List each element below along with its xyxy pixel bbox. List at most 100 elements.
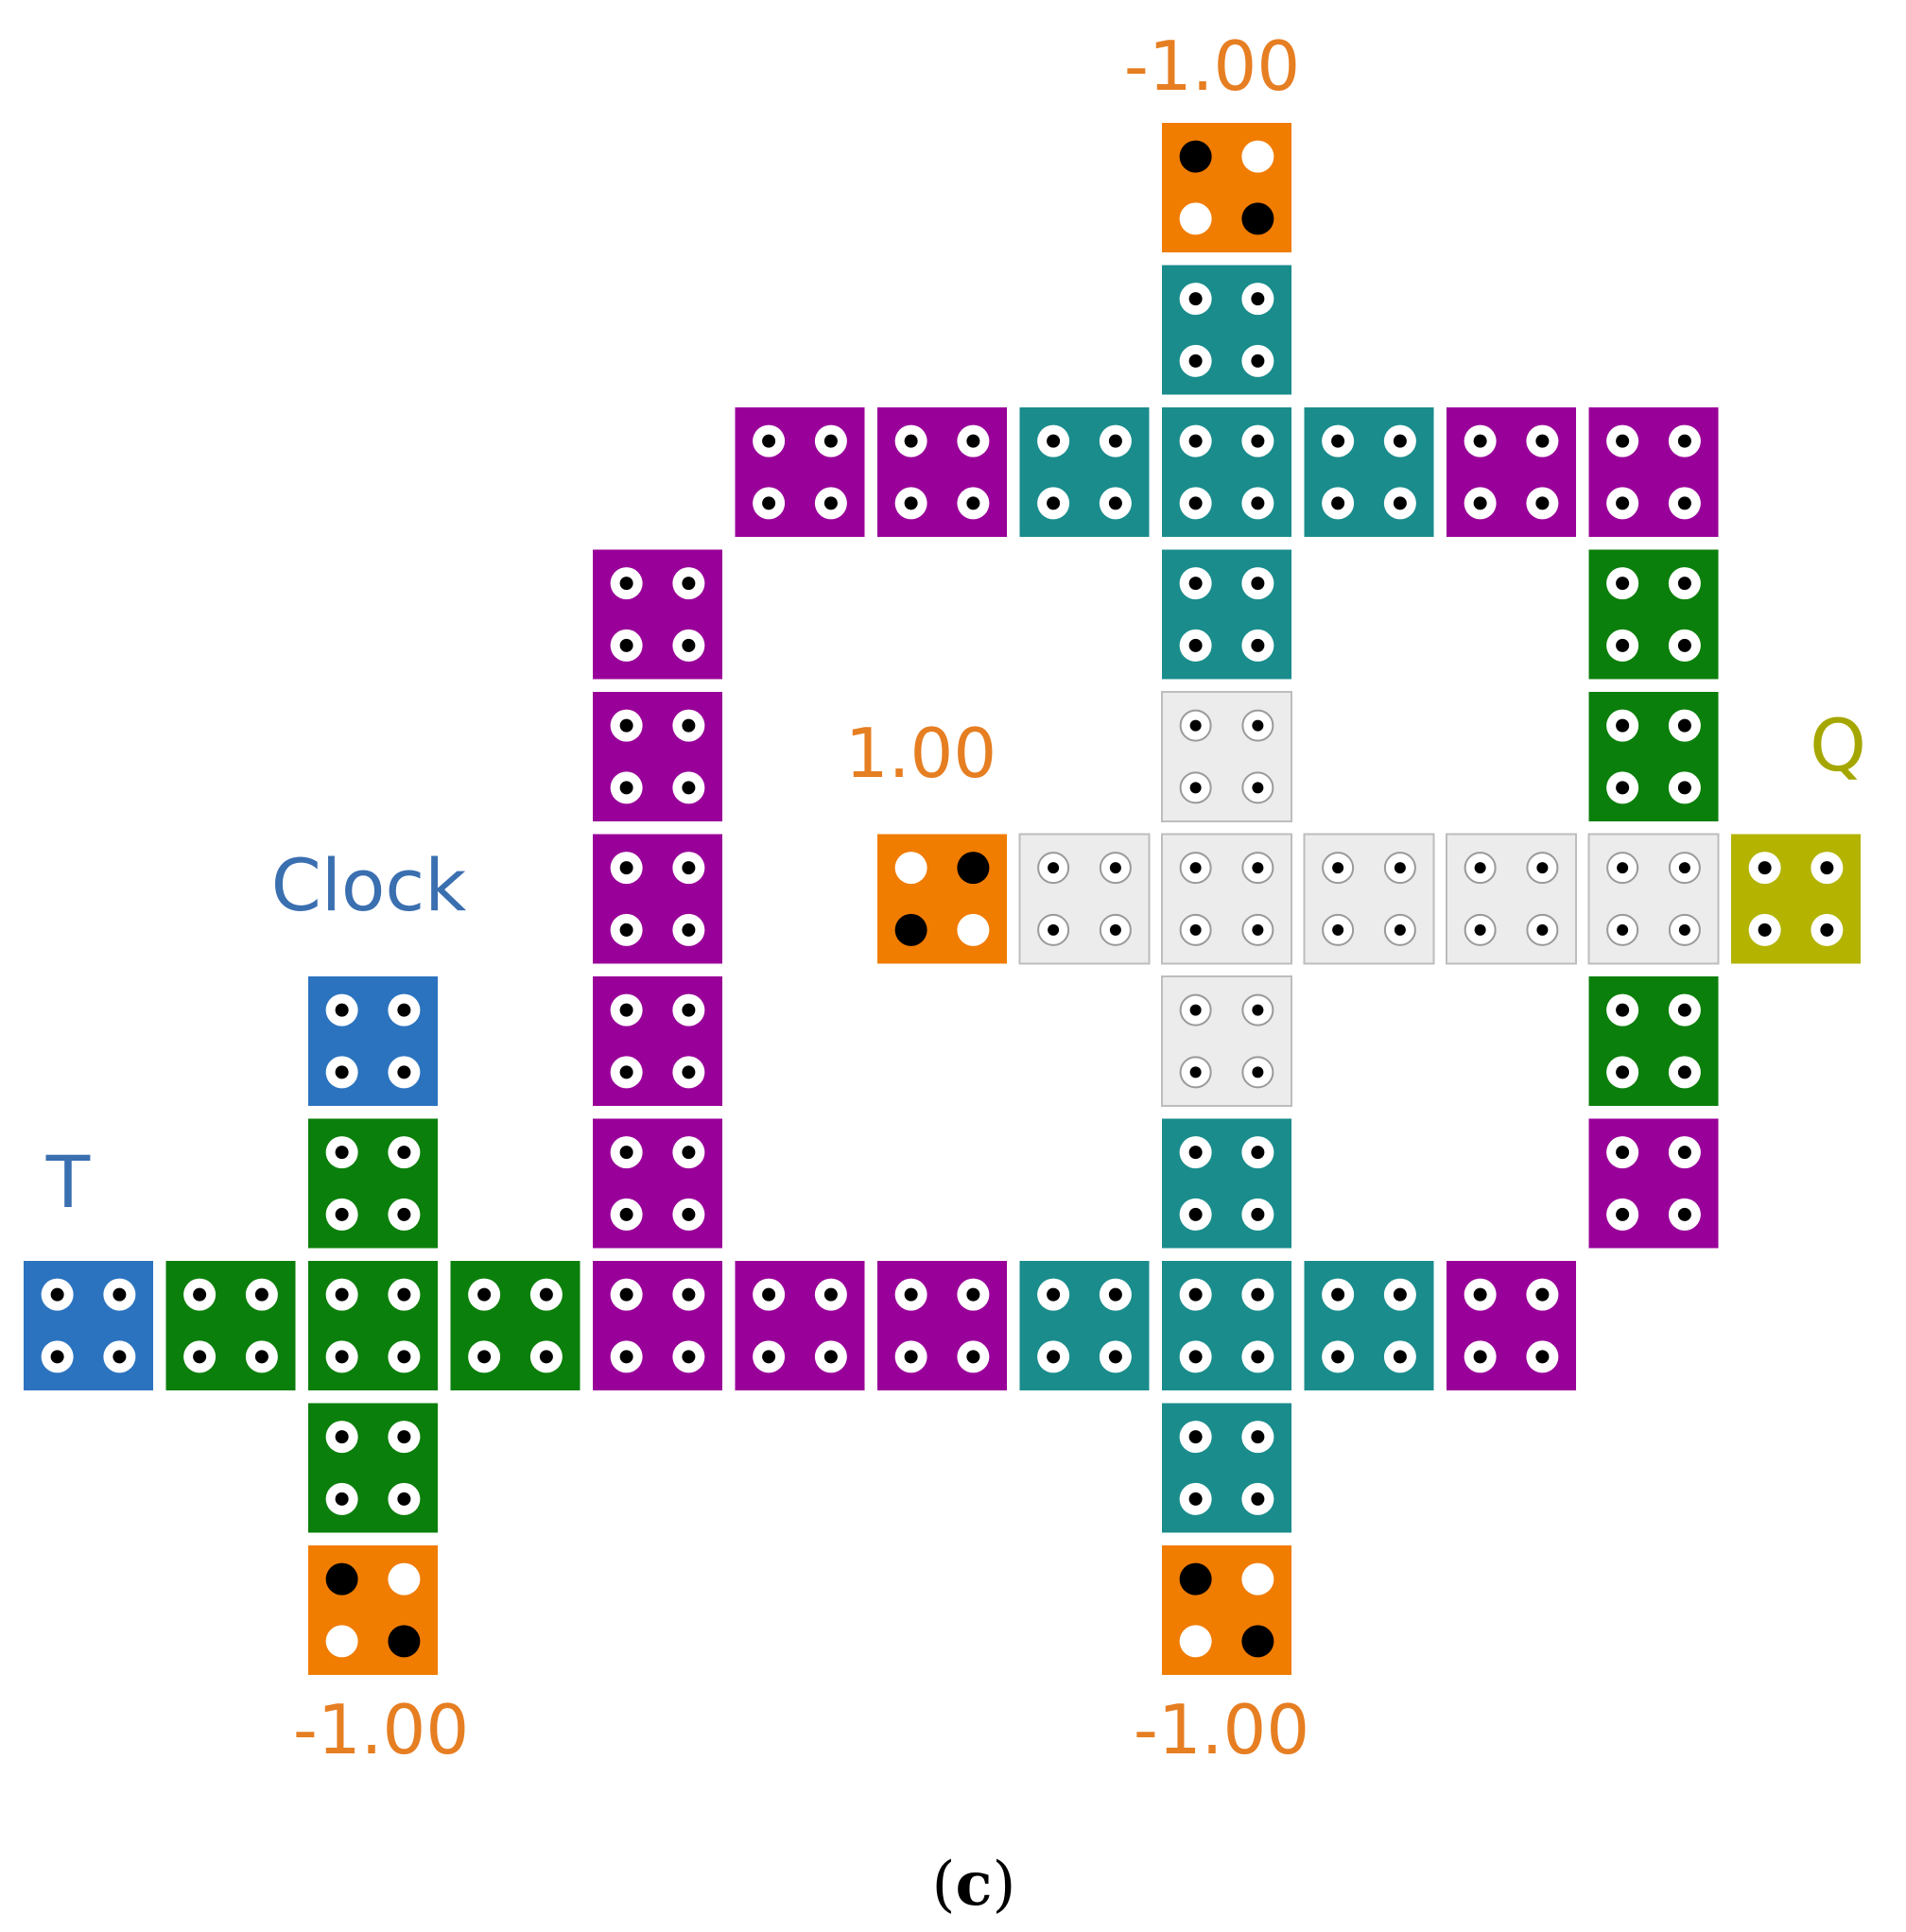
electron-dot (957, 852, 990, 885)
quantum-dot-center (1047, 496, 1061, 510)
cell-body (1587, 833, 1720, 965)
quantum-dot-center (619, 1065, 633, 1079)
quantum-dot-center (397, 1430, 411, 1444)
cell-body (1019, 407, 1150, 537)
quantum-dot-center (1251, 1146, 1265, 1160)
cell-body (1588, 1118, 1719, 1249)
quantum-dot-center (619, 1003, 633, 1017)
quantum-dot-center (1108, 1287, 1122, 1302)
quantum-dot-center (1616, 577, 1630, 591)
quantum-dot-center (1677, 781, 1691, 795)
empty-dot (325, 1625, 358, 1658)
quantum-dot-center (1188, 434, 1203, 448)
quantum-dot-center (1616, 718, 1630, 733)
quantum-dot-center (539, 1350, 553, 1364)
quantum-dot-center (1252, 1066, 1264, 1078)
quantum-dot-center (682, 1146, 696, 1160)
quantum-dot-center (762, 1287, 776, 1302)
quantum-dot-center (539, 1287, 553, 1302)
quantum-dot-center (1108, 1350, 1122, 1364)
quantum-dot-center (1331, 1287, 1345, 1302)
quantum-dot-center (1678, 862, 1690, 874)
quantum-dot-center (1188, 638, 1203, 652)
empty-dot (1241, 1562, 1274, 1596)
quantum-dot-center (1332, 862, 1344, 874)
electron-dot (1241, 202, 1274, 235)
caption-close-paren: ) (992, 1850, 1015, 1920)
qca-cell-gray (1587, 833, 1720, 965)
quantum-dot-center (335, 1003, 349, 1017)
cell-body (1447, 1261, 1576, 1390)
qca-cell-gray (1018, 833, 1151, 965)
quantum-dot-center (1535, 434, 1550, 448)
cell-body (877, 834, 1007, 964)
quantum-dot-center (335, 1146, 349, 1160)
quantum-dot-center (335, 1430, 349, 1444)
caption-letter: c (956, 1849, 993, 1920)
quantum-dot-center (1108, 434, 1122, 448)
quantum-dot-center (682, 1287, 696, 1302)
empty-dot (1241, 140, 1274, 173)
cell-body (1162, 549, 1291, 680)
quantum-dot-center (1047, 1350, 1061, 1364)
quantum-dot-center (1616, 434, 1630, 448)
qca-cell-purple (877, 407, 1007, 537)
quantum-dot-center (823, 496, 838, 510)
cell-body (1161, 975, 1292, 1107)
quantum-dot-center (682, 1350, 696, 1364)
cell-body (1162, 407, 1291, 537)
quantum-dot-center (1048, 862, 1060, 874)
qca-cell-purple (593, 834, 722, 964)
quantum-dot-center (1252, 862, 1264, 874)
quantum-dot-center (1251, 292, 1265, 306)
quantum-dot-center (477, 1350, 492, 1364)
quantum-dot-center (682, 638, 696, 652)
cell-body (1588, 407, 1719, 537)
qca-cell-teal (1019, 407, 1150, 537)
cell-body (450, 1261, 580, 1390)
empty-dot (1179, 1625, 1212, 1658)
quantum-dot-center (1536, 862, 1549, 874)
cell-body (1162, 265, 1291, 395)
quantum-dot-center (1616, 1065, 1630, 1079)
quantum-dot-center (1616, 1003, 1630, 1017)
quantum-dot-center (1331, 1350, 1345, 1364)
quantum-dot-center (1188, 577, 1203, 591)
quantum-dot-center (397, 1492, 411, 1506)
quantum-dot-center (1473, 434, 1487, 448)
cell-body (593, 1118, 722, 1249)
quantum-dot-center (1251, 1350, 1265, 1364)
qca-cell-blue (24, 1261, 153, 1390)
qca-cell-teal (1162, 549, 1291, 680)
cell-body (1161, 833, 1292, 965)
quantum-dot-center (1677, 1207, 1691, 1221)
quantum-dot-center (762, 496, 776, 510)
quantum-dot-center (50, 1350, 64, 1364)
empty-dot (388, 1562, 421, 1596)
quantum-dot-center (1188, 354, 1203, 368)
quantum-dot-center (966, 1350, 980, 1364)
quantum-dot-center (619, 923, 633, 937)
quantum-dot-center (1617, 862, 1629, 874)
quantum-dot-center (397, 1207, 411, 1221)
quantum-dot-center (335, 1207, 349, 1221)
quantum-dot-center (1108, 496, 1122, 510)
quantum-dot-center (619, 861, 633, 875)
quantum-dot-center (966, 496, 980, 510)
qca-cell-green (1588, 976, 1719, 1106)
quantum-dot-center (50, 1287, 64, 1302)
quantum-dot-center (682, 1207, 696, 1221)
qca-cell-green (308, 1118, 438, 1249)
qca-cell-purple (1588, 407, 1719, 537)
quantum-dot-center (1252, 782, 1264, 794)
cell-body (1162, 1261, 1291, 1390)
quantum-dot-center (1331, 496, 1345, 510)
qca-cell-green (165, 1261, 296, 1390)
cell-body (1588, 549, 1719, 680)
quantum-dot-center (1252, 719, 1264, 732)
fixed-cell-top-label: -1.00 (1124, 26, 1300, 106)
output-q-label: Q (1810, 703, 1866, 787)
quantum-dot-center (1251, 1287, 1265, 1302)
quantum-dot-center (1189, 923, 1202, 936)
